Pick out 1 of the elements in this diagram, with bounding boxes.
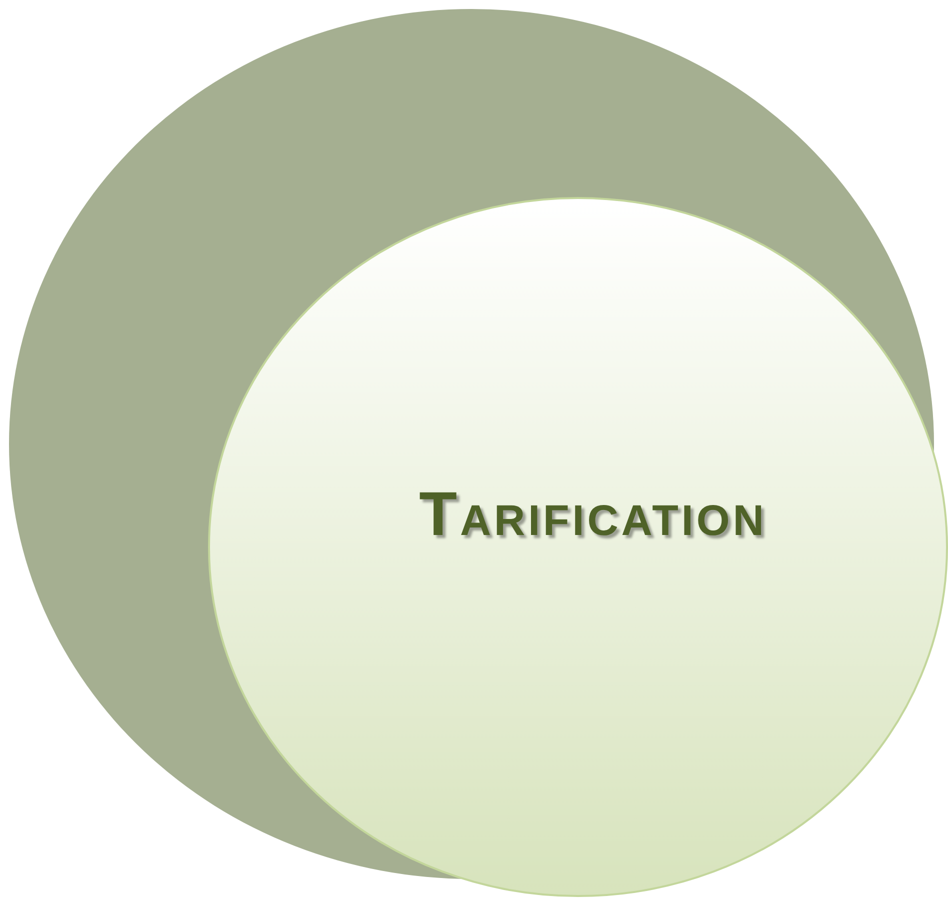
title-text: Tarification xyxy=(419,478,767,550)
